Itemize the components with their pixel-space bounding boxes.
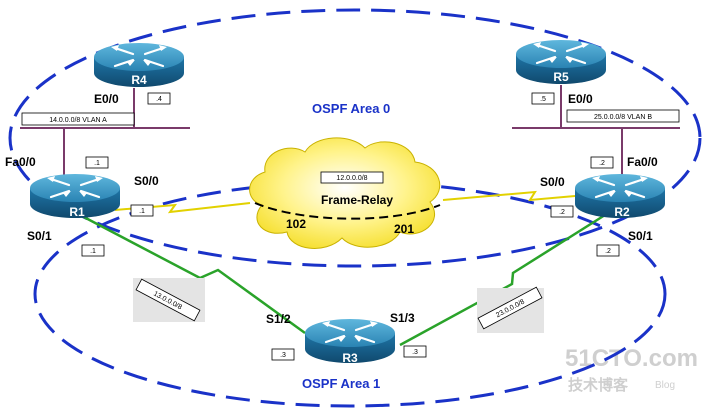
r1-s01-ip: .1	[90, 248, 96, 255]
vlan-b-label: 25.0.0.0/8 VLAN B	[594, 114, 652, 121]
router-r3-name: R3	[342, 351, 358, 365]
vlan-a-label: 14.0.0.0/8 VLAN A	[49, 117, 107, 124]
r1-fa00-ip: .1	[94, 160, 100, 167]
area0-boundary	[8, 8, 702, 268]
r2-interface-s00: S0/0	[540, 175, 565, 189]
frame-relay-network: 12.0.0.0/8	[336, 175, 367, 182]
r3-interface-s13: S1/3	[390, 311, 415, 325]
r2-interface-s01: S0/1	[628, 229, 653, 243]
watermark-blog-cn: 技术博客	[568, 376, 629, 394]
serial-link-r2-r3	[399, 213, 606, 347]
r1-interface-fa00: Fa0/0	[5, 155, 36, 169]
area1-label: OSPF Area 1	[302, 376, 380, 391]
r2-fa00-ip: .2	[599, 160, 605, 167]
r3-s12-ip: .3	[280, 352, 286, 359]
serial-link-r1-r3	[79, 213, 306, 335]
r1-interface-s00: S0/0	[134, 174, 159, 188]
r3-interface-s12: S1/2	[266, 312, 291, 326]
router-r5[interactable]: R5	[514, 38, 608, 86]
r2-s01-ip: .2	[605, 248, 611, 255]
r5-e00-ip: .5	[540, 96, 546, 103]
area0-label: OSPF Area 0	[312, 101, 390, 116]
r5-interface-e00: E0/0	[568, 92, 593, 106]
router-r2[interactable]: R2	[573, 172, 667, 220]
dlci-201: 201	[394, 222, 414, 236]
dlci-102: 102	[286, 217, 306, 231]
router-r1[interactable]: R1	[28, 172, 122, 220]
frame-relay-label: Frame-Relay	[321, 193, 393, 207]
r2-s00-ip: .2	[559, 209, 565, 216]
network-13: 13.0.0.0/8	[133, 278, 205, 322]
r1-interface-s01: S0/1	[27, 229, 52, 243]
router-r2-name: R2	[614, 205, 630, 219]
r1-s00-ip: .1	[139, 208, 145, 215]
r4-interface-e00: E0/0	[94, 92, 119, 106]
watermark-blog: Blog	[655, 380, 675, 391]
frame-relay-cloud: 12.0.0.0/8 Frame-Relay 102 201	[249, 137, 441, 249]
serial-link-r2-frame-relay	[442, 190, 576, 202]
r3-s13-ip: .3	[412, 349, 418, 356]
network-23: 23.0.0.0/8	[477, 286, 544, 333]
router-r5-name: R5	[553, 70, 569, 84]
router-r3[interactable]: R3	[303, 317, 397, 365]
r4-e00-ip: .4	[156, 96, 162, 103]
router-r4-name: R4	[131, 73, 147, 87]
r2-interface-fa00: Fa0/0	[627, 155, 658, 169]
router-r1-name: R1	[69, 205, 85, 219]
router-r4[interactable]: R4	[92, 41, 186, 89]
